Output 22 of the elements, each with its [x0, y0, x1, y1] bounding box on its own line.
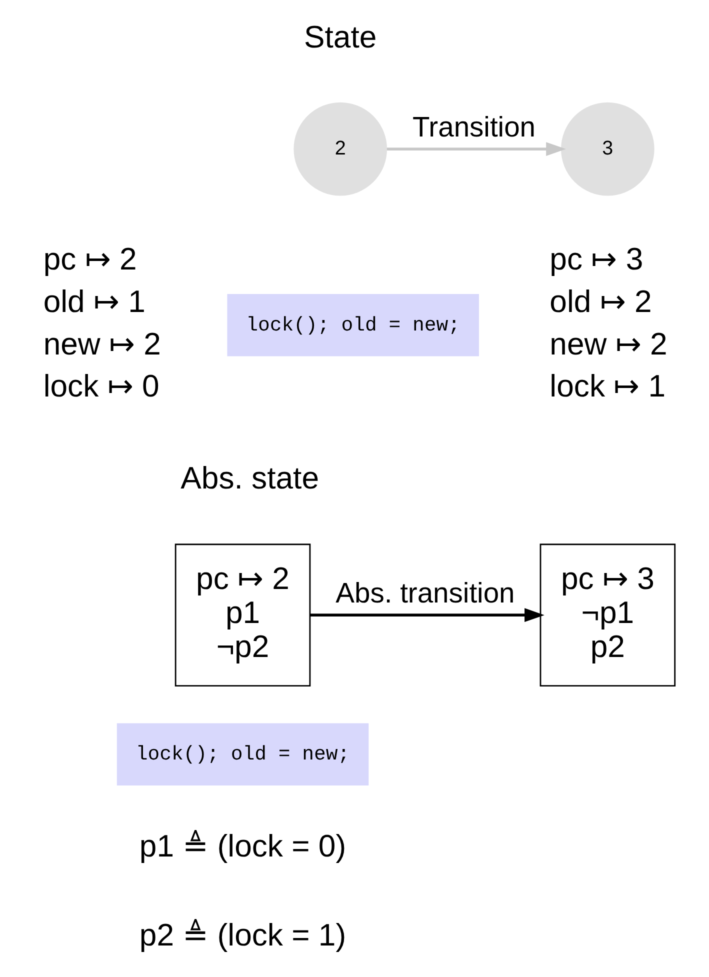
- node-label: old ↦ 1: [43, 284, 146, 319]
- label: Abs. state: [180, 460, 320, 496]
- node-box: pc ↦ 2 p1 ¬p2: [174, 544, 311, 687]
- node-box: lock(); old = new;: [227, 294, 479, 356]
- node-label: old ↦ 2: [550, 284, 652, 319]
- node-label: lock ↦ 1: [550, 368, 666, 404]
- node-label: pc ↦ 3: [550, 241, 644, 276]
- node-circle: 2: [294, 102, 388, 196]
- label: p2 ≜ (lock = 1): [139, 917, 346, 952]
- edge-label: Transition: [412, 110, 536, 142]
- node-circle: 3: [561, 102, 654, 196]
- node-label: new ↦ 2: [550, 326, 668, 362]
- arrow: [310, 608, 544, 622]
- edge-label: Abs. transition: [336, 576, 515, 608]
- node-box: pc ↦ 3 ¬p1 p2: [540, 544, 676, 687]
- node-label: new ↦ 2: [43, 326, 162, 362]
- arrow: [386, 142, 566, 156]
- label: p1 ≜ (lock = 0): [139, 828, 346, 864]
- node-label: lock ↦ 0: [43, 368, 160, 404]
- label: State: [304, 19, 377, 54]
- node-box: lock(); old = new;: [116, 723, 369, 786]
- node-label: pc ↦ 2: [43, 241, 137, 276]
